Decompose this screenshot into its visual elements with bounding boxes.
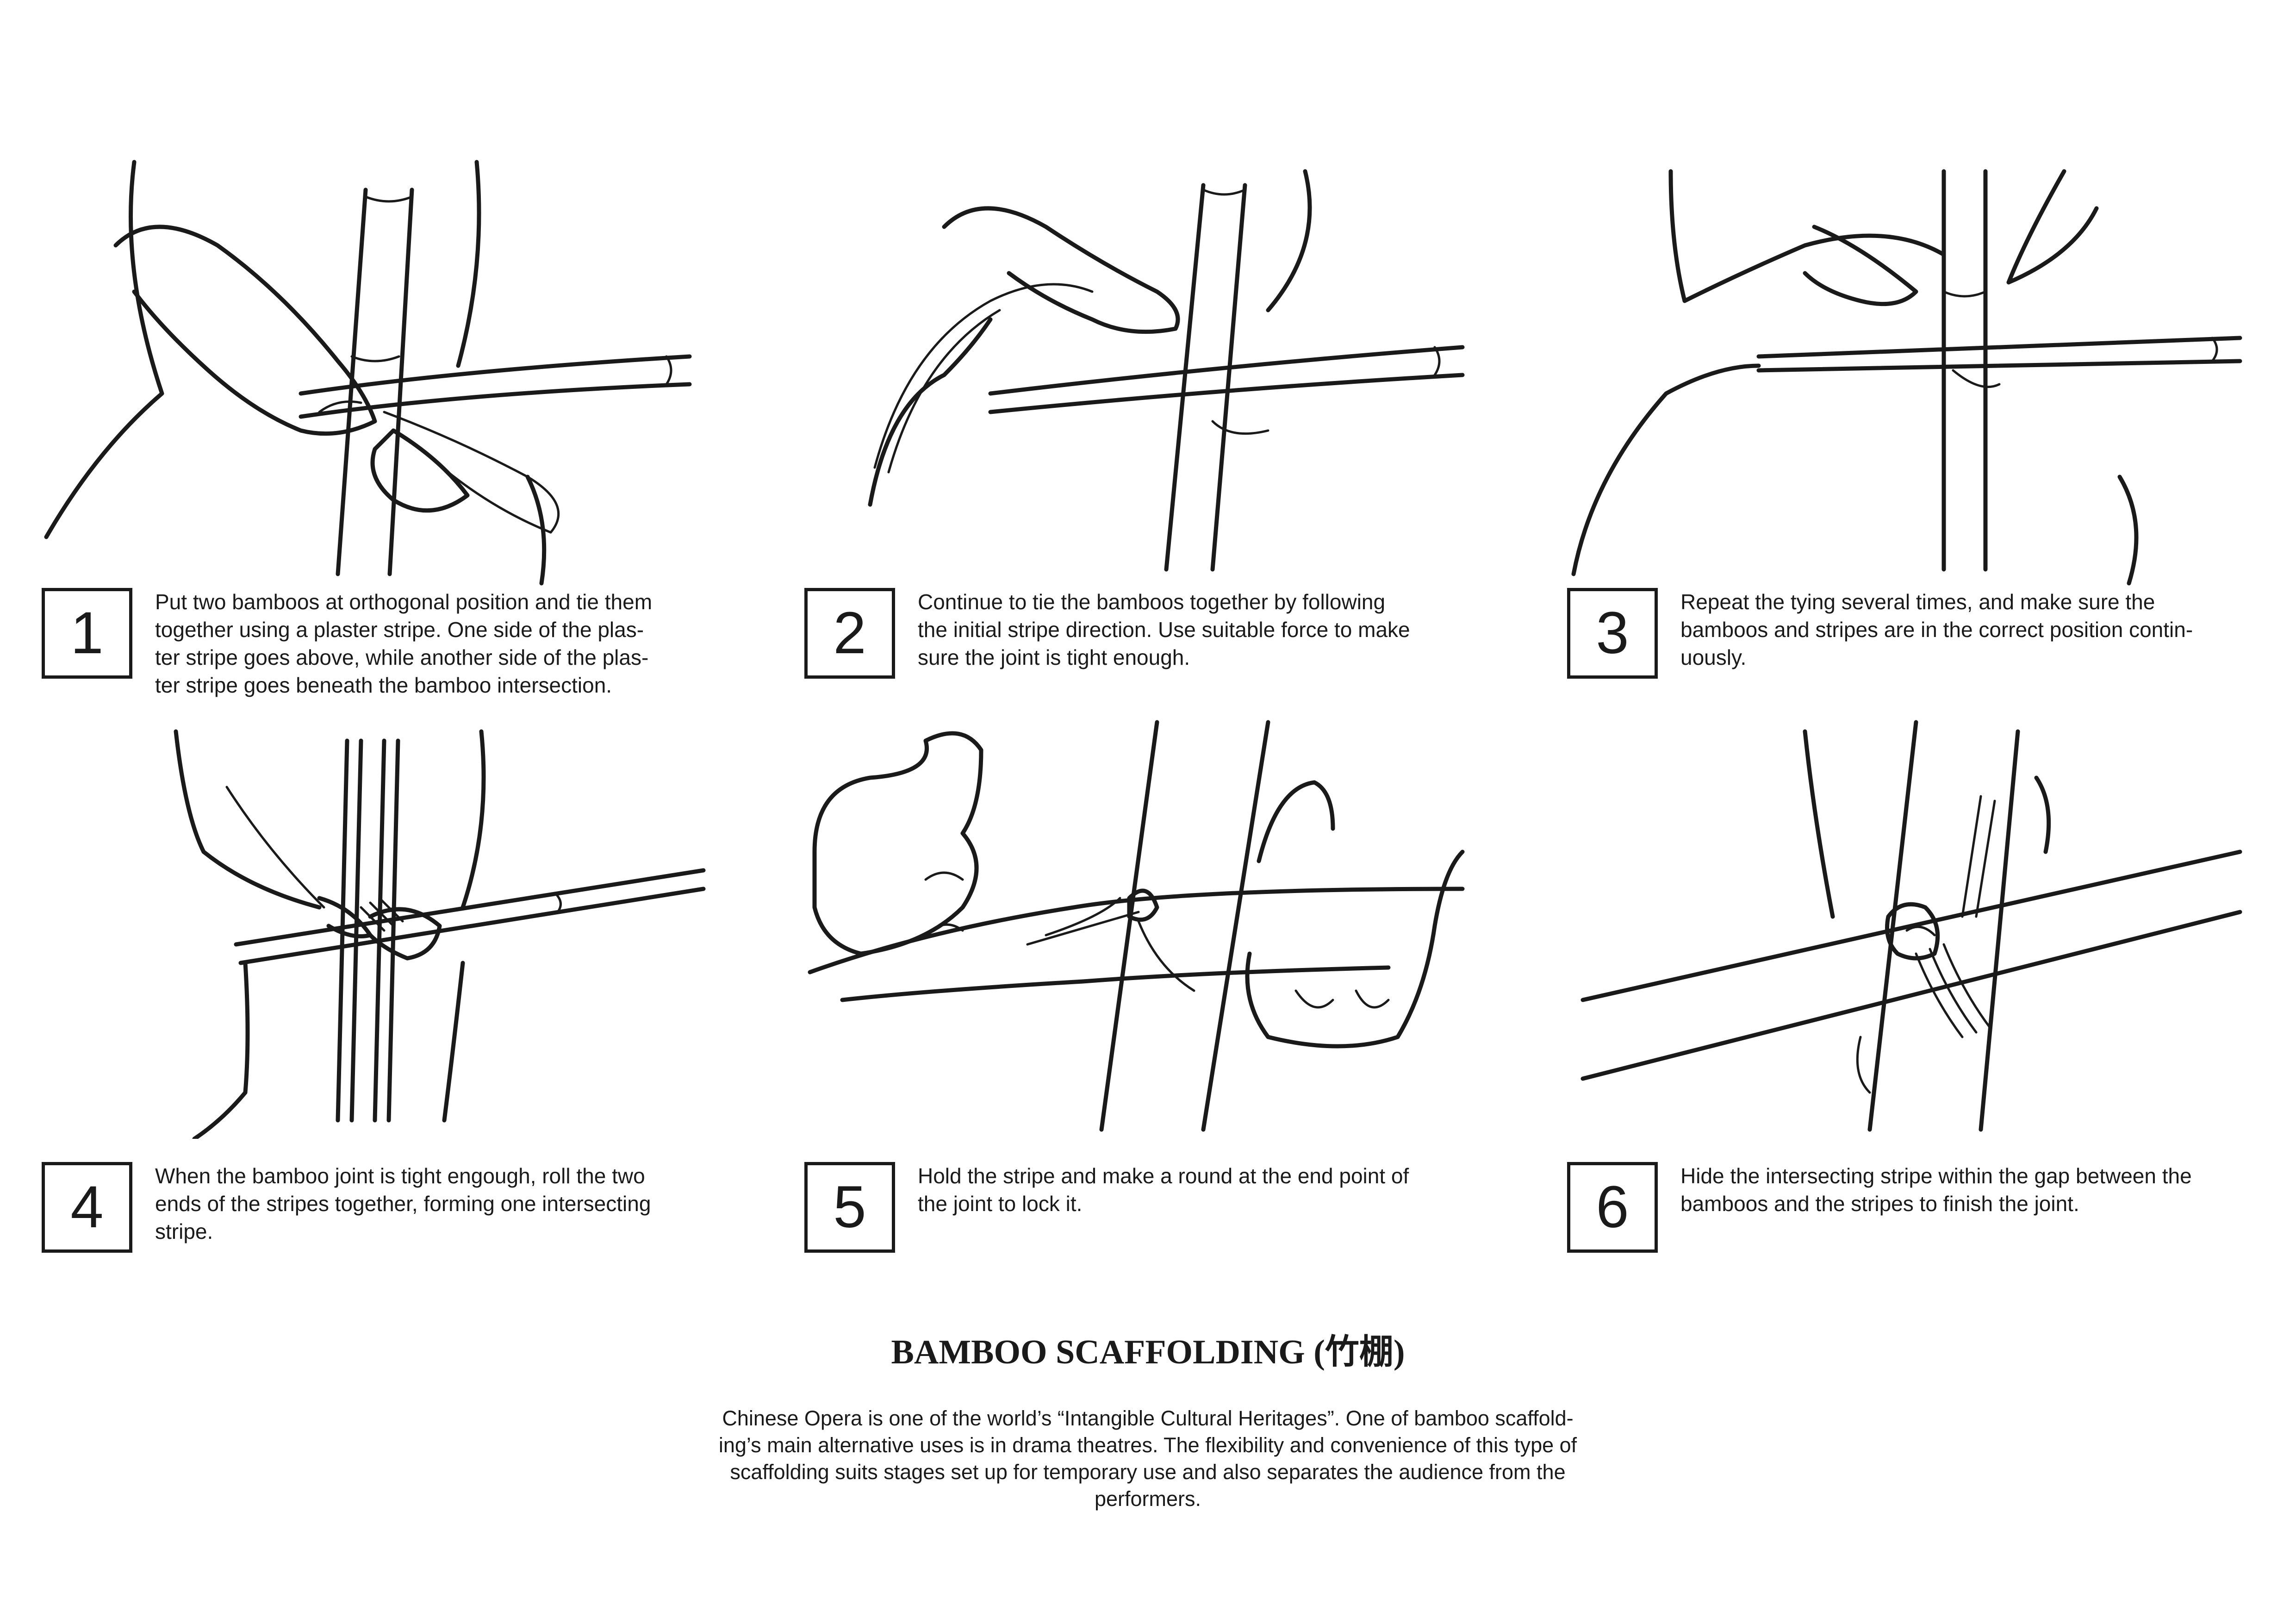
step-number-box: 6 bbox=[1567, 1162, 1658, 1253]
description-paragraph: Chinese Opera is one of the world’s “Int… bbox=[718, 1406, 1577, 1511]
step-instruction: When the bamboo joint is tight engough, … bbox=[155, 1164, 651, 1243]
step-number-box: 5 bbox=[804, 1162, 895, 1253]
page-title: BAMBOO SCAFFOLDING (竹棚) bbox=[891, 1333, 1405, 1371]
illustration-step-1 bbox=[42, 153, 736, 593]
step-number: 1 bbox=[70, 600, 104, 666]
step-instruction: Repeat the tying several times, and make… bbox=[1680, 590, 2193, 669]
step-number-box: 1 bbox=[42, 588, 132, 679]
step-number: 6 bbox=[1596, 1174, 1629, 1240]
step-number: 2 bbox=[833, 600, 866, 666]
illustration-step-6 bbox=[1564, 713, 2259, 1143]
step-number-box: 4 bbox=[42, 1162, 132, 1253]
illustration-step-2 bbox=[805, 153, 1500, 593]
step-instruction: Hide the intersecting stripe within the … bbox=[1680, 1164, 2192, 1216]
step-instruction: Continue to tie the bamboos together by … bbox=[918, 590, 1410, 669]
step-instruction: Hold the stripe and make a round at the … bbox=[918, 1164, 1409, 1216]
step-number: 5 bbox=[833, 1174, 866, 1240]
step-instruction: Put two bamboos at orthogonal position a… bbox=[155, 590, 653, 697]
step-number: 4 bbox=[70, 1174, 104, 1240]
illustration-step-3 bbox=[1564, 153, 2259, 593]
step-number: 3 bbox=[1596, 600, 1629, 666]
step-number-box: 3 bbox=[1567, 588, 1658, 679]
illustration-step-4 bbox=[167, 722, 768, 1139]
illustration-step-5 bbox=[787, 713, 1490, 1143]
step-number-box: 2 bbox=[804, 588, 895, 679]
